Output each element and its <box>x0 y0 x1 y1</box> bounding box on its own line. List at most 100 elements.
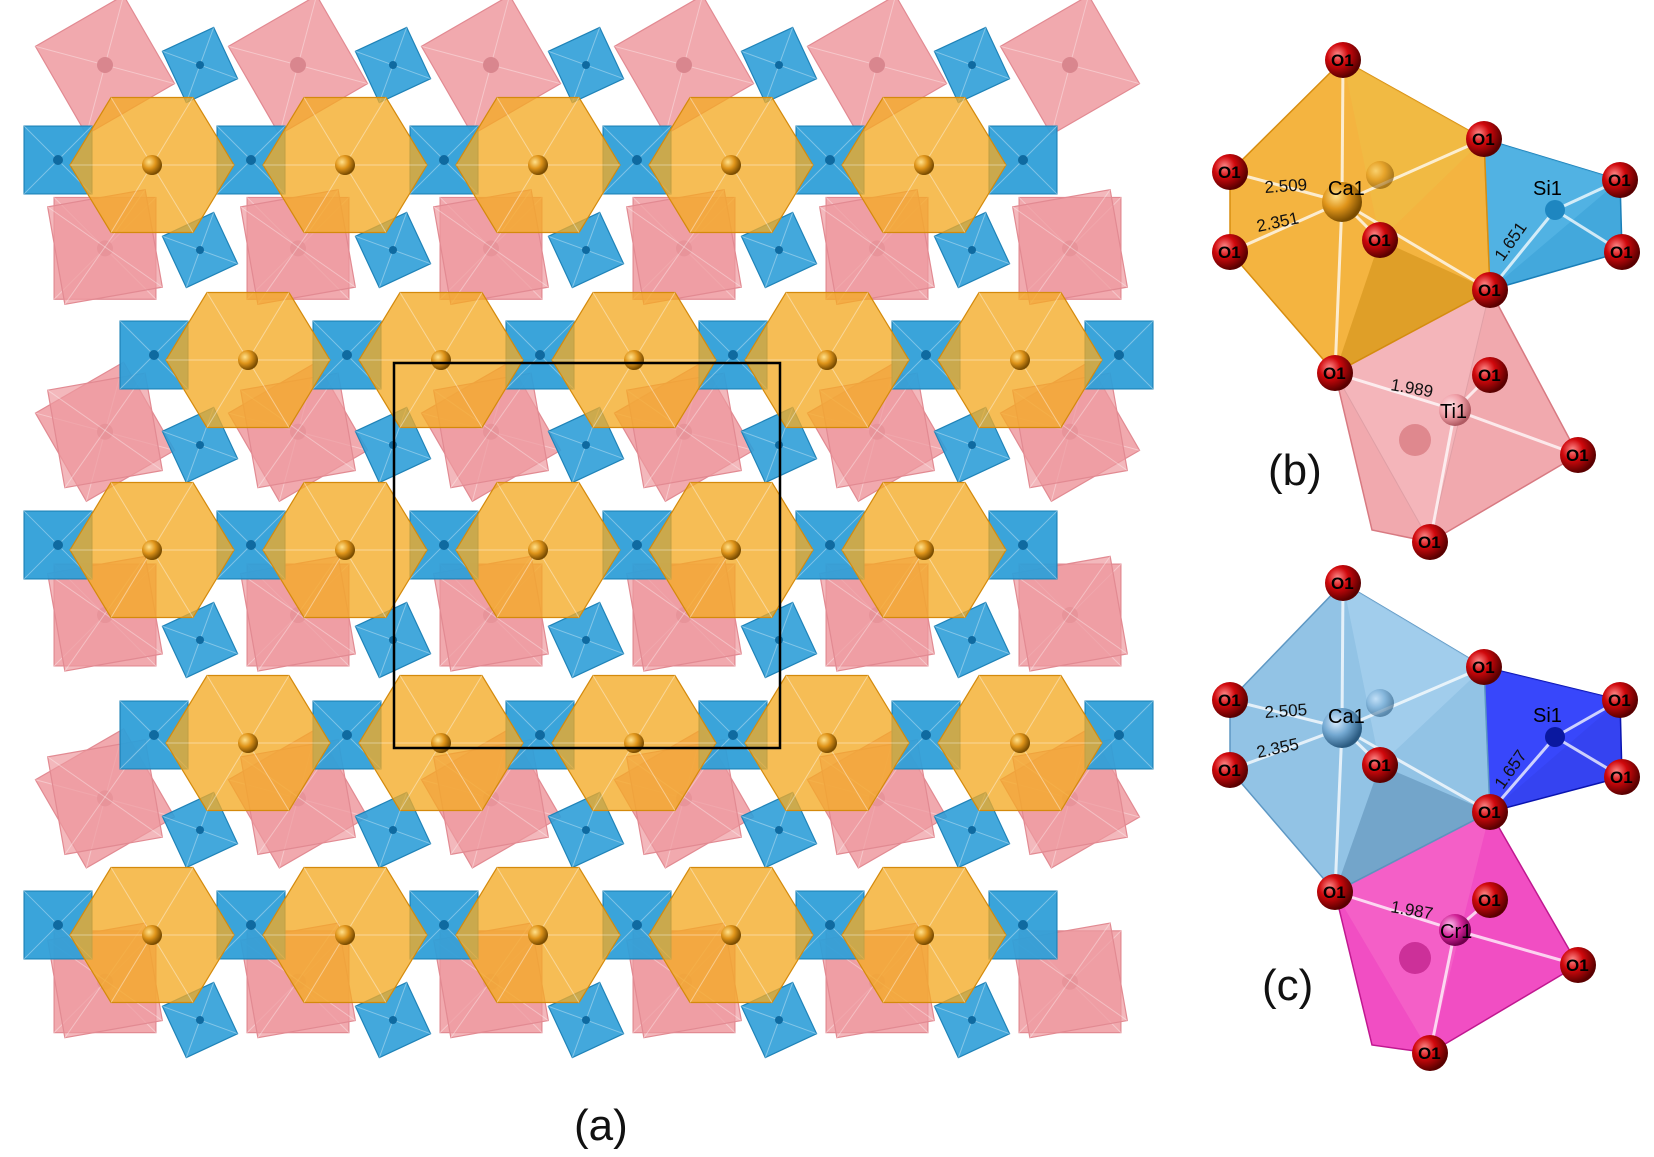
polyhedron-edge <box>978 359 1021 428</box>
polyhedron-edge <box>819 573 935 655</box>
ca-atom <box>817 350 837 370</box>
polyhedron-edge <box>151 549 194 618</box>
polyhedron-edge <box>257 372 339 488</box>
ti-atom <box>483 57 499 73</box>
polyhedron-edge <box>450 372 532 488</box>
polyhedron-edge <box>247 292 290 361</box>
polyhedron-edge <box>433 206 549 288</box>
ca-atom <box>142 155 162 175</box>
oxygen-label: O1 <box>1478 803 1501 822</box>
ti-atom <box>1439 394 1471 426</box>
oxygen-atom <box>1325 565 1361 601</box>
polyhedron-edge <box>819 206 935 288</box>
cr-atom-back <box>1399 942 1431 974</box>
polyhedron-edge <box>626 206 742 288</box>
oxygen-label: O1 <box>1478 366 1501 385</box>
ca-atom <box>817 733 837 753</box>
polyhedron-edge <box>836 372 918 488</box>
polyhedron-edge <box>978 675 1021 744</box>
si-atom <box>968 441 976 449</box>
oxygen-label: O1 <box>1218 243 1241 262</box>
ca-o-long-distance: 2.509 <box>1264 175 1308 197</box>
si-atom <box>775 1016 783 1024</box>
ti-octahedron <box>46 372 164 489</box>
si-atom <box>582 636 590 644</box>
ca-atom <box>1010 350 1030 370</box>
ca-atom <box>528 925 548 945</box>
polyhedron-edge <box>303 164 346 233</box>
ca-atom <box>914 925 934 945</box>
si-atom <box>342 350 352 360</box>
polyhedron-edge <box>1012 573 1128 655</box>
si-atom <box>535 350 545 360</box>
polyhedron-edge <box>785 359 828 428</box>
polyhedron-edge <box>633 675 676 744</box>
si-atom <box>825 540 835 550</box>
ti-atom-back <box>1399 424 1431 456</box>
oxygen-label: O1 <box>1566 956 1589 975</box>
polyhedron-edge <box>1029 372 1111 488</box>
si-atom <box>389 61 397 69</box>
polyhedron-edge <box>537 867 580 936</box>
polyhedron-edge <box>206 359 249 428</box>
oxygen-atom <box>1325 42 1361 78</box>
si-atom <box>825 155 835 165</box>
oxygen-atom <box>1472 272 1508 308</box>
polyhedron-edge <box>689 482 732 551</box>
polyhedron-edge <box>47 573 163 655</box>
polyhedron-edge <box>882 482 925 551</box>
si-atom <box>921 730 931 740</box>
polyhedron-edge <box>440 359 483 428</box>
oxygen-label: O1 <box>1610 768 1633 787</box>
polyhedron-edge <box>689 164 732 233</box>
polyhedron-edge <box>64 372 146 488</box>
si-atom <box>196 441 204 449</box>
si-atom <box>632 920 642 930</box>
polyhedron-edge <box>1019 742 1062 811</box>
oxygen-label: O1 <box>1218 163 1241 182</box>
oxygen-atom <box>1604 759 1640 795</box>
ca-atom <box>721 925 741 945</box>
si-atom <box>246 155 256 165</box>
oxygen-label: O1 <box>1368 231 1391 250</box>
polyhedron-edge <box>440 292 483 361</box>
oxygen-label: O1 <box>1418 1044 1441 1063</box>
polyhedron-edge <box>206 292 249 361</box>
si-atom <box>53 540 63 550</box>
panel-b-cluster: Ca1 Si1 Ti1 2.509 2.351 1.651 1.989 O1O1… <box>1212 42 1640 560</box>
ca-atom <box>528 155 548 175</box>
si-atom <box>1018 540 1028 550</box>
ca-atom-c <box>1322 708 1362 748</box>
oxygen-atom <box>1472 794 1508 830</box>
polyhedron-edge <box>344 549 387 618</box>
oxygen-atom <box>1472 357 1508 393</box>
si-atom <box>775 826 783 834</box>
polyhedron-edge <box>592 675 635 744</box>
oxygen-label: O1 <box>1218 761 1241 780</box>
si-atom <box>728 350 738 360</box>
polyhedron-edge <box>303 867 346 936</box>
polyhedron-edge <box>592 359 635 428</box>
oxygen-label: O1 <box>1218 691 1241 710</box>
crystal-lattice-panel-a <box>23 0 1154 1059</box>
polyhedron-edge <box>923 867 966 936</box>
si-atom <box>246 920 256 930</box>
si-atom <box>968 246 976 254</box>
oxygen-label: O1 <box>1368 756 1391 775</box>
si-atom <box>53 920 63 930</box>
polyhedron-edge <box>978 292 1021 361</box>
ca-o-long-distance-c: 2.505 <box>1264 700 1308 722</box>
oxygen-atom <box>1466 121 1502 157</box>
si-atom <box>246 540 256 550</box>
polyhedron-edge <box>303 549 346 618</box>
si-atom <box>149 730 159 740</box>
polyhedron-edge <box>1029 189 1111 305</box>
polyhedron-edge <box>496 934 539 1003</box>
polyhedron-edge <box>110 97 153 166</box>
polyhedron-edge <box>826 742 869 811</box>
oxygen-atom <box>1560 437 1596 473</box>
si-atom <box>1114 350 1124 360</box>
